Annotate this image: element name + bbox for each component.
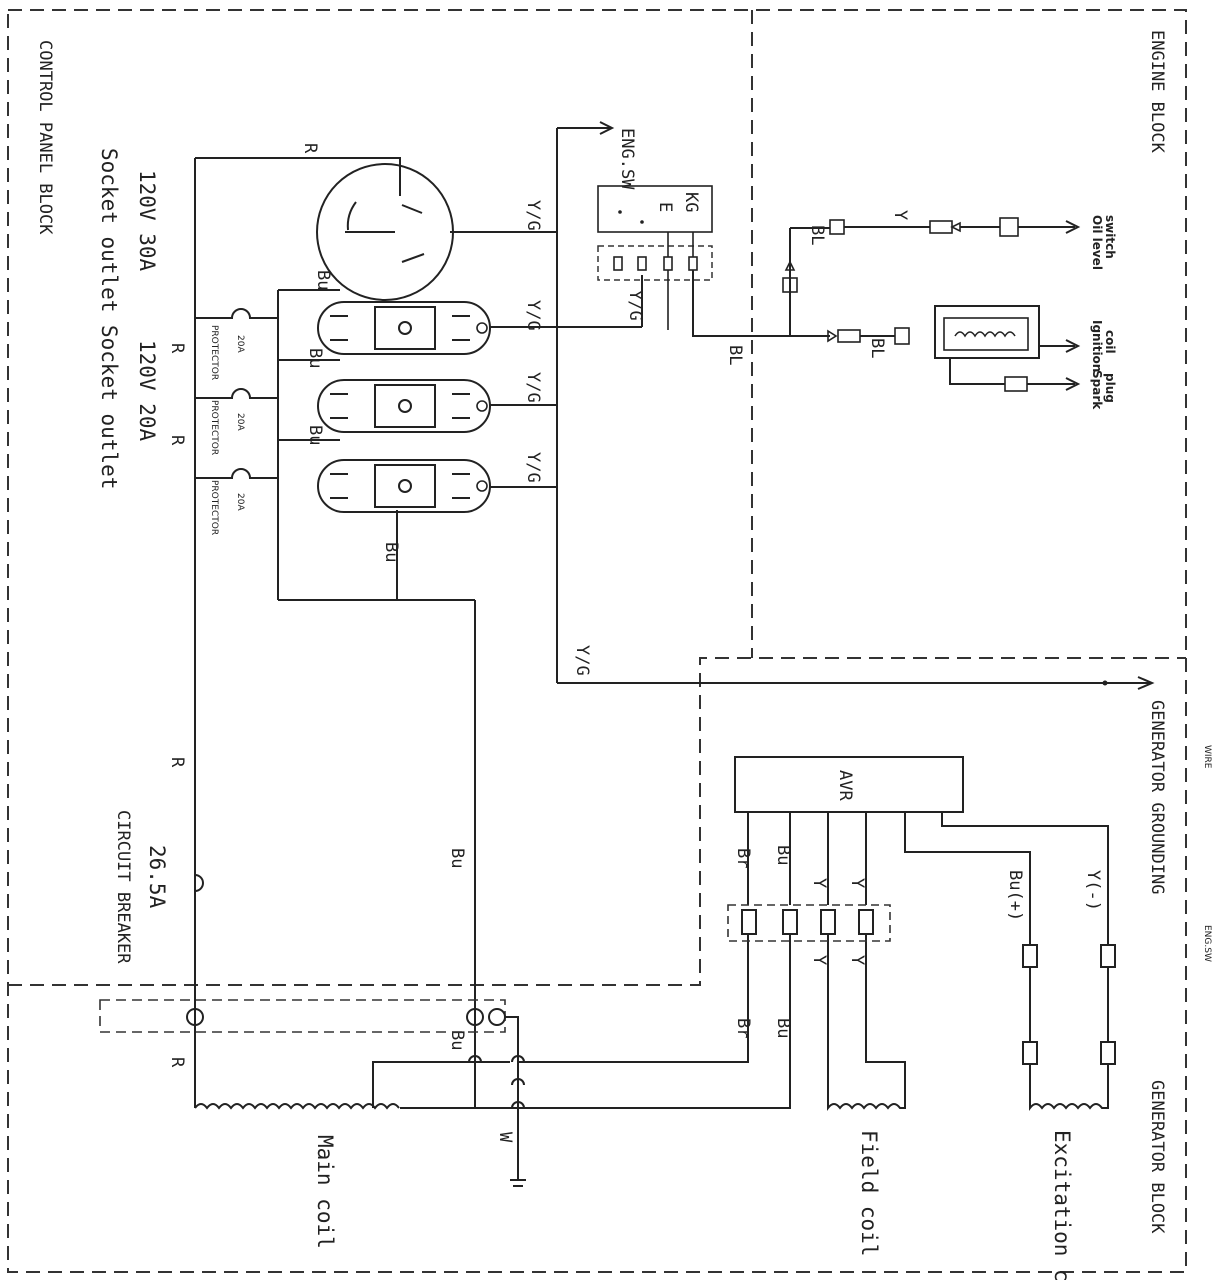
wire-label-bu-2: Bu [305,348,325,368]
engine-block-wiring [782,217,1081,392]
wire-label-bu-1: Bu [313,270,333,290]
wire-label-yg-4: Y/G [523,452,543,483]
excitation-coil-label: Excitation coil [1050,1130,1074,1281]
spark-plug-label-2: plug [1103,373,1117,403]
main-coil-label: Main coil [313,1135,337,1249]
ignition-coil-label-2: coil [1103,330,1117,354]
socket-outlet-20a-1 [317,301,491,355]
avr-label: AVR [835,770,855,801]
spark-plug-label-1: Spark [1090,370,1104,410]
wire-label-bu-5: Bu [447,848,467,868]
wire-label-yg-5: Y/G [572,645,592,676]
wire-label-w: W [495,1132,515,1143]
protector-3-label: PROTECTOR [209,480,219,535]
socket-outlet-20a-2 [317,379,491,433]
socket-30a-title: Socket outlet [97,148,121,312]
eng-sw-label: ENG.SW [617,128,637,190]
wire-label-r-3: R [167,757,187,768]
engine-block-label: ENGINE BLOCK [1147,30,1167,154]
wire-label-bl-1: BL [725,345,745,365]
wire-label-yg-1: Y/G [523,200,543,231]
field-coil-label: Field coil [857,1130,881,1256]
wire-label-r-top: R [300,143,320,154]
wire-label-bl-2: BL [807,225,827,245]
wire-label-y-engine: Y [890,210,910,220]
wire-label-r-1: R [167,343,187,354]
wire-label-bu-6: Bu [447,1030,467,1050]
control-panel-wiring [194,121,1155,1108]
ignition-coil-label-1: Ignition [1090,320,1104,372]
block-borders [7,9,1187,1273]
wire-label-bu-7: Bu [773,845,793,865]
side-small-label-2: ENG.SW [1202,925,1212,962]
wire-label-bl-3: BL [867,338,887,358]
protector-3-rating: 20A [235,493,245,511]
wire-label-y-1: Y [809,878,829,888]
control-panel-block-label: CONTROL PANEL BLOCK [35,40,55,235]
wire-label-yg-2: Y/G [523,300,543,331]
generator-block-label: GENERATOR BLOCK [1147,1080,1167,1234]
oil-level-switch-label-2: switch [1103,215,1117,259]
wire-label-yg-6: Y/G [625,290,645,321]
wire-label-bu-8: Bu [773,1018,793,1038]
wire-label-br-2: Br [733,1018,753,1038]
wire-label-br-1: Br [733,848,753,868]
socket-20a-rating: 120V 20A [135,340,159,442]
protector-1-label: PROTECTOR [209,325,219,380]
generator-block-wiring [99,756,1116,1187]
protector-1-rating: 20A [235,335,245,353]
wire-label-r-2: R [167,435,187,446]
eng-sw-e-label: E [655,202,675,212]
wire-label-yg-3: Y/G [523,372,543,403]
socket-outlet-30a [316,163,454,301]
engine-switch [597,185,800,337]
wire-label-y-4: Y [847,955,867,965]
circuit-breaker-title: CIRCUIT BREAKER [113,810,133,964]
wire-label-y-minus: Y(-) [1083,870,1103,911]
protector-2-rating: 20A [235,413,245,431]
socket-20a-title: Socket outlet [97,325,121,489]
wire-label-bu-4: Bu [381,542,401,562]
socket-outlet-20a-3 [317,459,491,513]
wire-label-bu-3: Bu [305,425,325,445]
side-small-label-1: WIRE [1202,745,1212,769]
circuit-breaker-rating: 26.5A [145,845,169,909]
wire-label-r-4: R [167,1057,187,1068]
wire-label-y-3: Y [809,955,829,965]
socket-30a-rating: 120V 30A [135,170,159,272]
wire-label-y-2: Y [847,878,867,888]
eng-sw-kg-label: KG [681,192,701,212]
protector-2-label: PROTECTOR [209,400,219,455]
wire-label-bu-plus: Bu(+) [1005,870,1025,921]
oil-level-switch-label-1: Oil level [1090,215,1104,270]
generator-grounding-label: GENERATOR GROUNDING [1147,700,1167,894]
